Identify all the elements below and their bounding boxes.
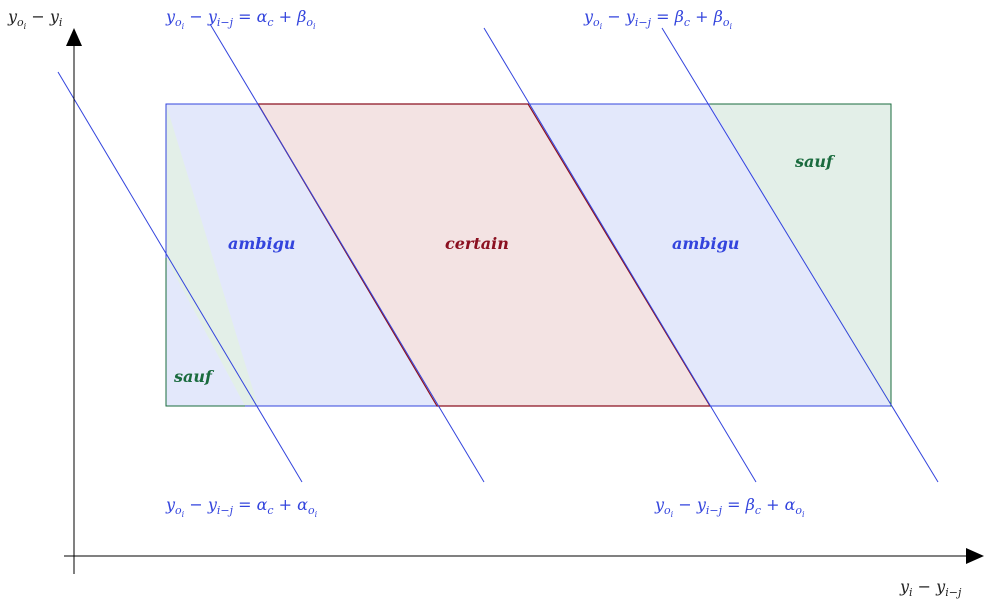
region-border-green-left (165, 258, 245, 407)
region-label-sauf-top-right: sauf (794, 152, 836, 171)
x-axis-arrow (966, 548, 984, 564)
y-axis-label: yoi − yi (7, 7, 62, 31)
equation-beta-c-beta-o: yoi − yi−j = βc + βoi (583, 7, 732, 31)
region-label-sauf-bottom-left: sauf (173, 367, 215, 386)
y-axis-arrow (66, 28, 82, 46)
equation-alpha-c-beta-o: yoi − yi−j = αc + βoi (165, 7, 316, 31)
certain-region-fill (258, 104, 710, 406)
equation-beta-c-alpha-o: yoi − yi−j = βc + αoi (654, 495, 805, 519)
x-axis-label: yi − yi−j (899, 577, 962, 599)
region-border-blue (165, 103, 258, 258)
region-label-certain: certain (445, 234, 509, 253)
equation-alpha-c-alpha-o: yoi − yi−j = αc + αoi (165, 495, 318, 519)
region-border-green-right (710, 103, 892, 406)
line-alpha-c-beta-o (209, 23, 485, 483)
line-beta-c-beta-o (661, 27, 939, 483)
region-label-ambigu-left: ambigu (228, 234, 295, 253)
line-alpha-c-alpha-o (57, 71, 303, 483)
line-beta-c-alpha-o (483, 27, 757, 483)
region-label-ambigu-right: ambigu (672, 234, 739, 253)
